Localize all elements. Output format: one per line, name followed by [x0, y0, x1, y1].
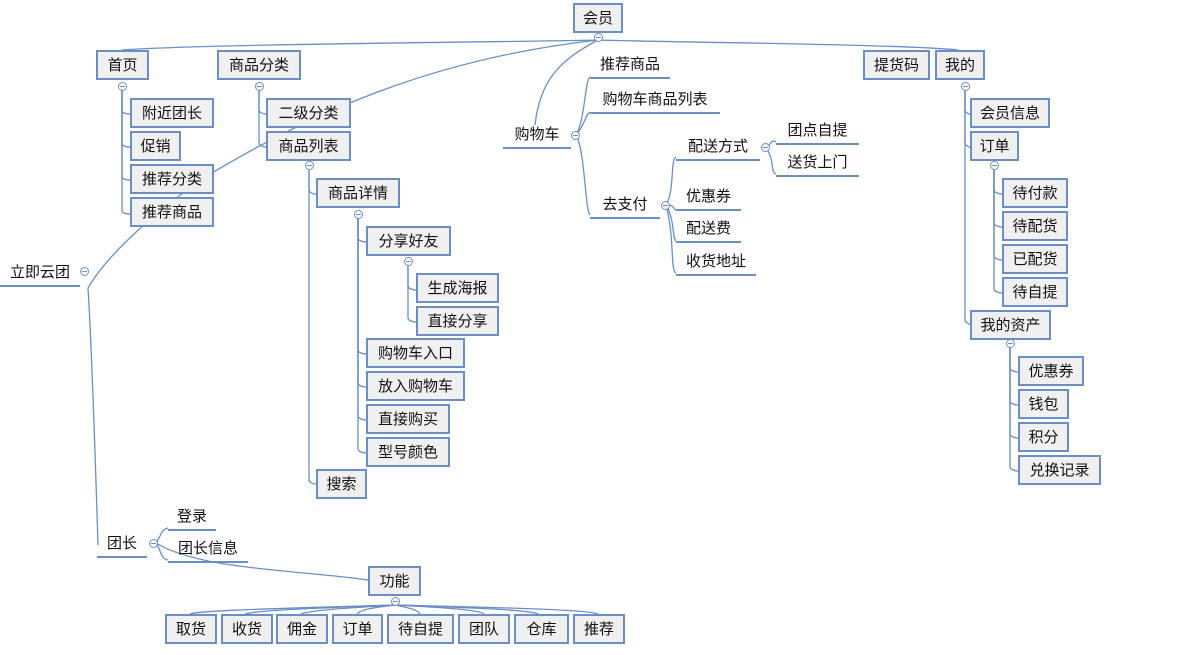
category-node[interactable]: 商品分类 — [217, 50, 301, 80]
collapse-icon[interactable] — [255, 82, 264, 91]
cart-child[interactable]: 推荐商品 — [590, 53, 670, 79]
detail-child[interactable]: 购物车入口 — [366, 338, 465, 368]
function-child[interactable]: 推荐 — [573, 614, 625, 644]
collapse-icon[interactable] — [594, 33, 603, 42]
function-child[interactable]: 待自提 — [387, 614, 454, 644]
member-node[interactable]: 会员 — [573, 3, 623, 33]
collapse-icon[interactable] — [1006, 339, 1015, 348]
cart-node[interactable]: 购物车 — [503, 123, 571, 149]
cart-child[interactable]: 购物车商品列表 — [590, 88, 720, 114]
pickup-code-node[interactable]: 提货码 — [863, 50, 930, 80]
delivery-child[interactable]: 团点自提 — [776, 119, 859, 145]
order-child[interactable]: 待付款 — [1002, 178, 1068, 208]
collapse-icon[interactable] — [571, 131, 580, 140]
collapse-icon[interactable] — [118, 82, 127, 91]
pay-child[interactable]: 配送费 — [676, 217, 741, 243]
category-child[interactable]: 二级分类 — [266, 98, 351, 128]
home-child[interactable]: 推荐商品 — [130, 197, 214, 227]
detail-child[interactable]: 型号颜色 — [366, 437, 450, 467]
detail-child[interactable]: 直接购买 — [366, 404, 450, 434]
order-child[interactable]: 已配货 — [1002, 244, 1068, 274]
collapse-icon[interactable] — [661, 201, 670, 210]
collapse-icon[interactable] — [305, 161, 314, 170]
product-detail-node[interactable]: 商品详情 — [316, 178, 400, 208]
share-child[interactable]: 生成海报 — [416, 273, 499, 303]
delivery-child[interactable]: 送货上门 — [776, 151, 859, 177]
search-node[interactable]: 搜索 — [316, 469, 367, 499]
home-child[interactable]: 推荐分类 — [130, 164, 214, 194]
assets-node[interactable]: 我的资产 — [970, 310, 1051, 340]
mine-node[interactable]: 我的 — [935, 50, 985, 80]
function-child[interactable]: 收货 — [221, 614, 273, 644]
home-child[interactable]: 附近团长 — [130, 98, 214, 128]
leader-child[interactable]: 团长信息 — [168, 537, 248, 563]
collapse-icon[interactable] — [149, 539, 158, 548]
pay-node[interactable]: 去支付 — [590, 193, 660, 219]
detail-child[interactable]: 放入购物车 — [366, 371, 465, 401]
category-child[interactable]: 商品列表 — [266, 131, 351, 161]
asset-child[interactable]: 优惠券 — [1018, 356, 1084, 386]
collapse-icon[interactable] — [391, 597, 400, 606]
function-child[interactable]: 仓库 — [514, 614, 569, 644]
pay-child[interactable]: 优惠券 — [676, 185, 741, 211]
root-node[interactable]: 立即云团 — [0, 261, 80, 287]
function-child[interactable]: 佣金 — [276, 614, 328, 644]
mine-child[interactable]: 会员信息 — [970, 98, 1050, 128]
collapse-icon[interactable] — [961, 82, 970, 91]
function-child[interactable]: 取货 — [165, 614, 217, 644]
function-node[interactable]: 功能 — [368, 566, 421, 596]
asset-child[interactable]: 兑换记录 — [1018, 455, 1101, 485]
asset-child[interactable]: 钱包 — [1018, 389, 1069, 419]
orders-node[interactable]: 订单 — [970, 131, 1019, 161]
order-child[interactable]: 待配货 — [1002, 211, 1068, 241]
collapse-icon[interactable] — [990, 161, 999, 170]
collapse-icon[interactable] — [404, 257, 413, 266]
collapse-icon[interactable] — [80, 267, 89, 276]
collapse-icon[interactable] — [354, 210, 363, 219]
share-child[interactable]: 直接分享 — [416, 306, 499, 336]
leader-child[interactable]: 登录 — [168, 505, 216, 531]
function-child[interactable]: 团队 — [458, 614, 510, 644]
home-node[interactable]: 首页 — [96, 50, 149, 80]
pay-child[interactable]: 收货地址 — [676, 250, 756, 276]
pay-child[interactable]: 配送方式 — [676, 135, 760, 161]
home-child[interactable]: 促销 — [130, 131, 181, 161]
share-node[interactable]: 分享好友 — [366, 226, 451, 256]
order-child[interactable]: 待自提 — [1002, 277, 1068, 307]
leader-node[interactable]: 团长 — [97, 532, 147, 558]
function-child[interactable]: 订单 — [332, 614, 383, 644]
collapse-icon[interactable] — [761, 143, 770, 152]
asset-child[interactable]: 积分 — [1018, 422, 1069, 452]
